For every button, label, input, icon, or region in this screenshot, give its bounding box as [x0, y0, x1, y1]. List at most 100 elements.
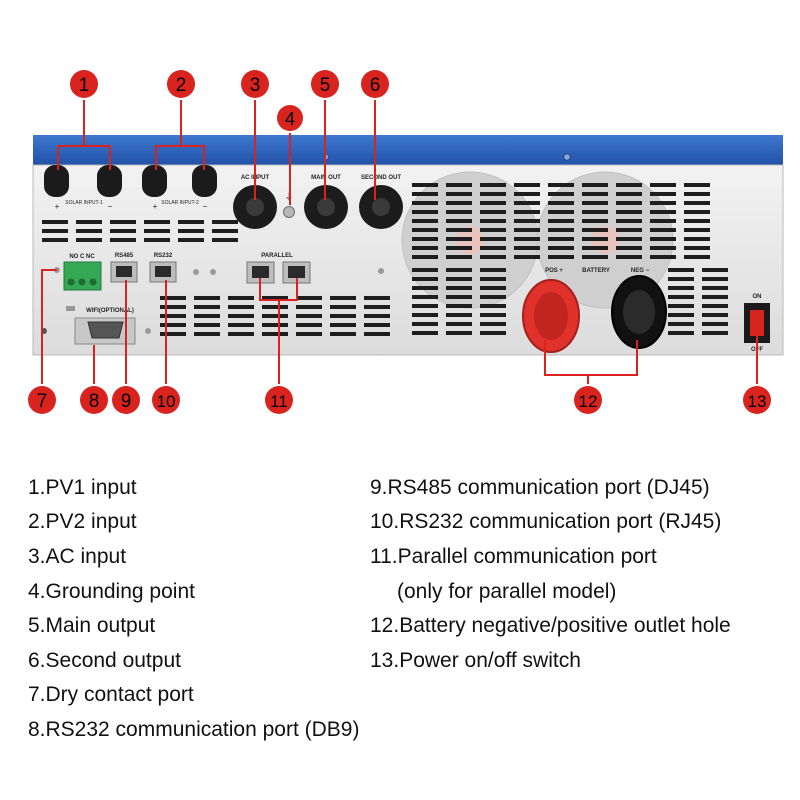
vent-slot [684, 210, 710, 214]
vent-slot [514, 228, 540, 232]
panel-screw-icon [210, 269, 216, 275]
vent-slot [582, 237, 608, 241]
vent-slot [364, 296, 390, 300]
callout-marker-3: 3 [241, 70, 269, 98]
svg-text:13: 13 [748, 392, 767, 411]
vent-slot [446, 219, 472, 223]
legend-item-11-note: (only for parallel model) [397, 580, 617, 603]
vent-slot [144, 238, 170, 242]
rs485-jack-opening [116, 266, 132, 277]
legend-item-6: 6.Second output [28, 649, 181, 672]
vent-slot [228, 314, 254, 318]
vent-slot [446, 255, 472, 259]
vent-slot [514, 246, 540, 250]
legend-item-5: 5.Main output [28, 614, 156, 637]
vent-slot [616, 237, 642, 241]
pv1-minus-connector [97, 165, 122, 197]
legend-item-8: 8.RS232 communication port (DB9) [28, 718, 360, 741]
rs485-port: RS485 [110, 253, 138, 283]
leader-1 [57, 100, 111, 170]
vent-slot [480, 268, 506, 272]
vent-slot [412, 246, 438, 250]
vent-slot [364, 323, 390, 327]
vent-slot [616, 210, 642, 214]
vent-slot [110, 238, 136, 242]
vent-slot [194, 323, 220, 327]
vent-slot [364, 332, 390, 336]
vent-slot [446, 237, 472, 241]
vent-slot [548, 192, 574, 196]
legend-item-10: 10.RS232 communication port (RJ45) [370, 510, 722, 533]
vent-slot [650, 246, 676, 250]
vent-slot [668, 286, 694, 290]
vent-slot [412, 237, 438, 241]
vent-slot [514, 219, 540, 223]
dry-contact-label: NO C NC [69, 254, 95, 260]
vent-slot [412, 210, 438, 214]
vent-slot [412, 228, 438, 232]
legend-item-3: 3.AC input [28, 545, 127, 568]
vent-slot [684, 192, 710, 196]
vent-slot [228, 296, 254, 300]
callout-marker-9: 9 [112, 386, 140, 414]
legend-item-1: 1.PV1 input [28, 476, 137, 499]
rs232-jack-opening [155, 266, 171, 277]
vent-slot [296, 305, 322, 309]
vent-slot [702, 304, 728, 308]
vent-slot [668, 313, 694, 317]
vent-slot [582, 183, 608, 187]
svg-text:11: 11 [270, 392, 288, 411]
vent-slot [364, 314, 390, 318]
leader-2 [155, 100, 205, 170]
vent-slot [160, 332, 186, 336]
vent-slot [514, 210, 540, 214]
vent-slot [330, 305, 356, 309]
leader-7 [41, 269, 57, 384]
solar-input-2-connectors: + − SOLAR INPUT-2 [142, 165, 217, 211]
vent-slot [446, 286, 472, 290]
pos-label: POS + [545, 268, 563, 274]
callout-markers: 1 2 3 4 5 6 7 8 [28, 70, 771, 414]
ac-input-gland-center [246, 198, 264, 216]
vent-slot [548, 237, 574, 241]
callout-marker-6: 6 [361, 70, 389, 98]
vent-slot [480, 331, 506, 335]
vent-slot [160, 305, 186, 309]
leader-12 [544, 340, 638, 384]
vent-slot [582, 255, 608, 259]
vent-slot [480, 237, 506, 241]
vent-slot [212, 220, 238, 224]
vent-slot [330, 332, 356, 336]
legend-item-4: 4.Grounding point [28, 580, 195, 603]
vent-slot [446, 228, 472, 232]
svg-text:12: 12 [579, 392, 598, 411]
vent-slot [262, 296, 288, 300]
vent-slot [702, 286, 728, 290]
vent-slot [194, 296, 220, 300]
vent-slot [330, 323, 356, 327]
vent-slot [480, 192, 506, 196]
callout-marker-10: 10 [152, 386, 180, 414]
vent-slot [446, 183, 472, 187]
vent-slot [668, 331, 694, 335]
svg-text:1: 1 [79, 75, 90, 96]
legend-item-9: 9.RS485 communication port (DJ45) [370, 476, 710, 499]
vent-slot [684, 228, 710, 232]
vent-slot [110, 220, 136, 224]
vent-slot [296, 314, 322, 318]
vent-slot [480, 210, 506, 214]
terminal-screw-icon [89, 278, 97, 286]
vent-slot [144, 229, 170, 233]
vent-slot [76, 220, 102, 224]
vent-slot [480, 219, 506, 223]
svg-text:3: 3 [250, 75, 261, 96]
vent-slot [548, 246, 574, 250]
vent-slot [616, 192, 642, 196]
vent-slot [412, 322, 438, 326]
vent-slot [364, 305, 390, 309]
vent-slot [296, 323, 322, 327]
vent-slot [582, 219, 608, 223]
vent-slot [650, 201, 676, 205]
svg-text:9: 9 [121, 391, 132, 412]
svg-text:4: 4 [285, 109, 295, 129]
